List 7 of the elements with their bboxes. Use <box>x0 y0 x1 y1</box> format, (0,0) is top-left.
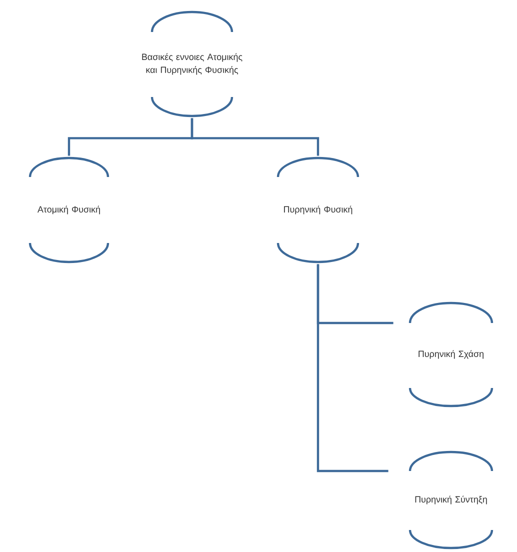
connector-line <box>190 118 320 156</box>
concept-node: Βασικές εννοιες Ατομικής και Πυρηνικής Φυσικής <box>142 10 242 118</box>
concept-node: Πυρηνική Σύντηξη <box>408 450 494 550</box>
concept-node: Πυρηνική Σχάση <box>408 302 494 408</box>
concept-node: Πυρηνική Φυσική <box>276 156 360 264</box>
connector-line <box>316 264 388 472</box>
concept-node: Ατομική Φυσική <box>28 156 110 264</box>
